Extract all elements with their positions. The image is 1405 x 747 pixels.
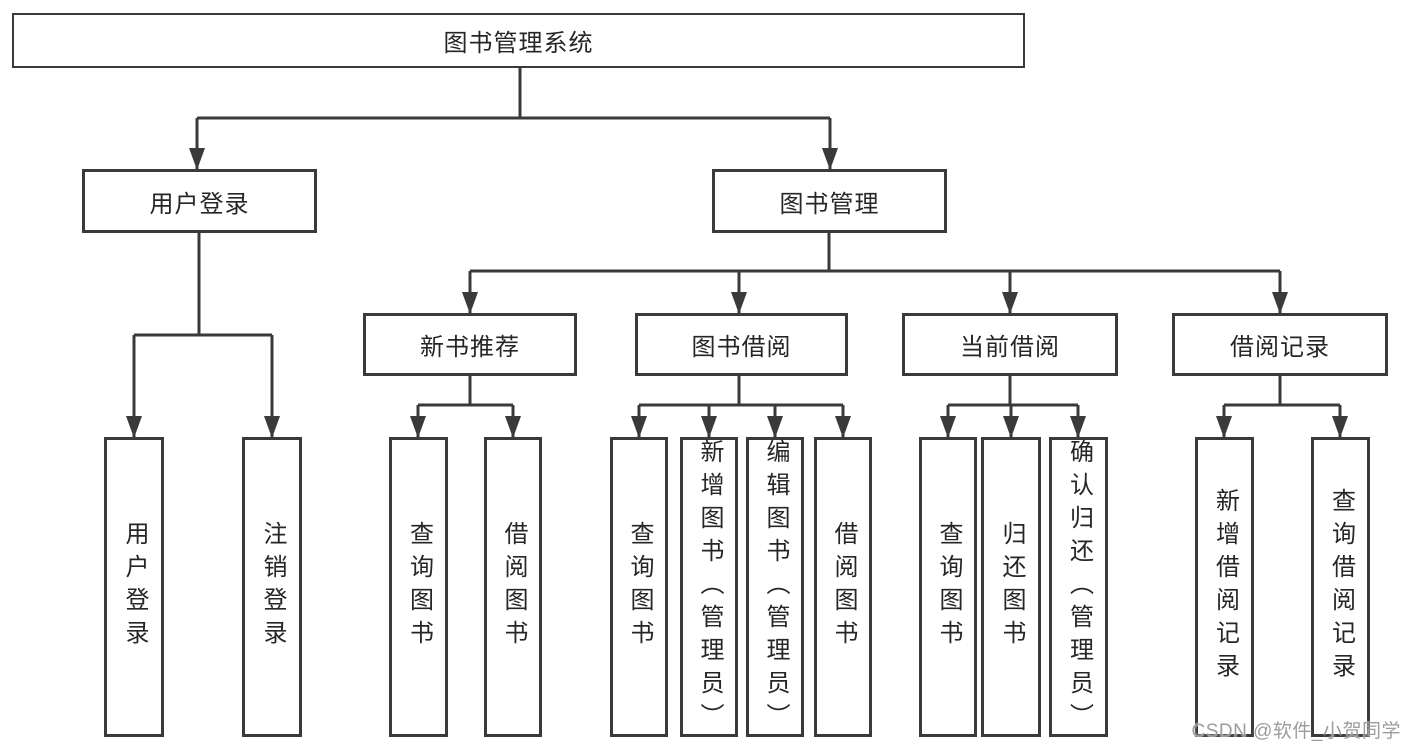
leaf-borrow-books-recommend: 借阅图书: [484, 437, 542, 737]
leaf-edit-books-admin: 编辑图书（管理员）: [746, 437, 804, 737]
leaf-confirm-return-admin: 确认归还（管理员）: [1049, 437, 1108, 737]
node-library-management-system: 图书管理系统: [12, 13, 1025, 68]
csdn-watermark: CSDN @软件_小贺同学: [1191, 721, 1401, 742]
leaf-label: 归还图书: [998, 521, 1025, 653]
leaf-label: 用户登录: [121, 521, 148, 653]
leaf-user-login: 用户登录: [104, 437, 164, 737]
leaf-query-books-borrow: 查询图书: [610, 437, 668, 737]
node-label: 图书管理: [779, 190, 880, 218]
leaf-label: 查询图书: [626, 521, 653, 653]
node-current-borrowing: 当前借阅: [902, 313, 1118, 376]
leaf-query-books-current: 查询图书: [919, 437, 977, 737]
leaf-label: 注销登录: [259, 521, 286, 653]
leaf-label: 新增图书（管理员）: [696, 438, 723, 736]
connector-user-login: [126, 233, 280, 438]
node-label: 当前借阅: [960, 334, 1060, 361]
connector-book-borrowing: [631, 376, 851, 438]
connector-current-borrowing: [940, 376, 1086, 438]
node-label: 用户登录: [149, 190, 250, 218]
leaf-return-books: 归还图书: [981, 437, 1041, 737]
node-book-borrowing: 图书借阅: [635, 313, 848, 376]
leaf-label: 借阅图书: [830, 521, 857, 653]
node-book-management: 图书管理: [712, 169, 947, 233]
connector-new-book-recommendation: [410, 376, 521, 438]
node-label: 新书推荐: [420, 334, 520, 361]
node-label: 借阅记录: [1230, 334, 1330, 361]
node-borrowing-records: 借阅记录: [1172, 313, 1388, 376]
leaf-label: 编辑图书（管理员）: [762, 438, 789, 736]
leaf-logout: 注销登录: [242, 437, 302, 737]
node-new-book-recommendation: 新书推荐: [363, 313, 577, 376]
leaf-borrow-books: 借阅图书: [814, 437, 872, 737]
leaf-query-books-recommend: 查询图书: [389, 437, 448, 737]
node-label: 图书借阅: [691, 334, 792, 361]
connector-book-management: [462, 233, 1288, 314]
leaf-label: 查询借阅记录: [1327, 488, 1355, 686]
node-label: 图书管理系统: [443, 30, 594, 57]
leaf-query-borrow-record: 查询借阅记录: [1311, 437, 1370, 737]
leaf-label: 确认归还（管理员）: [1065, 438, 1093, 736]
connector-root: [189, 68, 838, 170]
leaf-add-borrow-record: 新增借阅记录: [1195, 437, 1254, 737]
leaf-label: 借阅图书: [500, 521, 527, 653]
node-user-login: 用户登录: [82, 169, 317, 233]
connector-borrowing-records: [1216, 376, 1348, 438]
leaf-add-books-admin: 新增图书（管理员）: [680, 437, 738, 737]
leaf-label: 查询图书: [405, 521, 433, 653]
leaf-label: 查询图书: [935, 521, 962, 653]
leaf-label: 新增借阅记录: [1211, 488, 1239, 686]
